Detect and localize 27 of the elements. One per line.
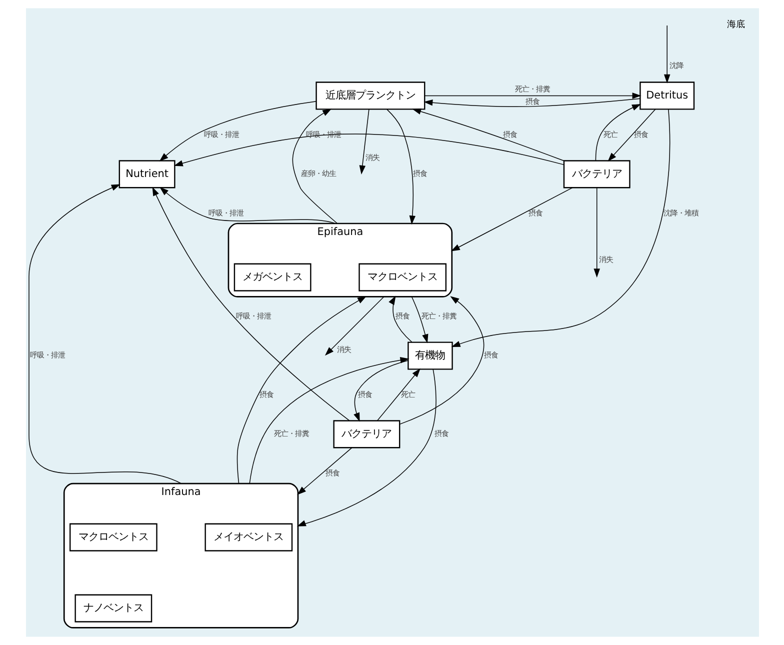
label: 海底 [726, 20, 744, 30]
edge-label: 消失 [336, 344, 350, 354]
edge-label: 死亡・排糞 [514, 84, 550, 94]
edge-label: 摂食 [434, 429, 448, 438]
edge-label: 摂食 [502, 130, 517, 139]
edge-label: 消失 [598, 255, 613, 264]
edge-label: 摂食 [412, 169, 426, 178]
edge-label: 呼吸・排泄 [208, 208, 243, 218]
edge-label: 死亡・排糞 [274, 429, 309, 438]
edge-label: 摂食 [259, 390, 274, 399]
edge-label: 死亡 [400, 390, 414, 399]
edge-label: 呼吸・排泄 [236, 311, 271, 320]
edge-label: 呼吸・排泄 [203, 130, 238, 139]
edge-label: 摂食 [483, 350, 498, 360]
edge-label: 摂食 [358, 390, 372, 399]
edge-label: 沈降 [668, 60, 683, 70]
edge-label: 消失 [365, 153, 380, 162]
edge-label: 摂食 [528, 208, 542, 218]
edge-label: 摂食 [324, 468, 339, 478]
edge-label: 摂食 [633, 130, 648, 139]
edge-label: 摂食 [524, 96, 539, 106]
edge-label: 摂食 [395, 311, 410, 320]
edge-label: 呼吸・排泄 [29, 350, 64, 360]
edge-label: 死亡・排糞 [420, 311, 456, 320]
edge-label: 産卵・幼生 [300, 169, 336, 178]
edge-label: 沈降・堆積 [662, 208, 698, 218]
edge-label: 死亡 [602, 130, 617, 139]
